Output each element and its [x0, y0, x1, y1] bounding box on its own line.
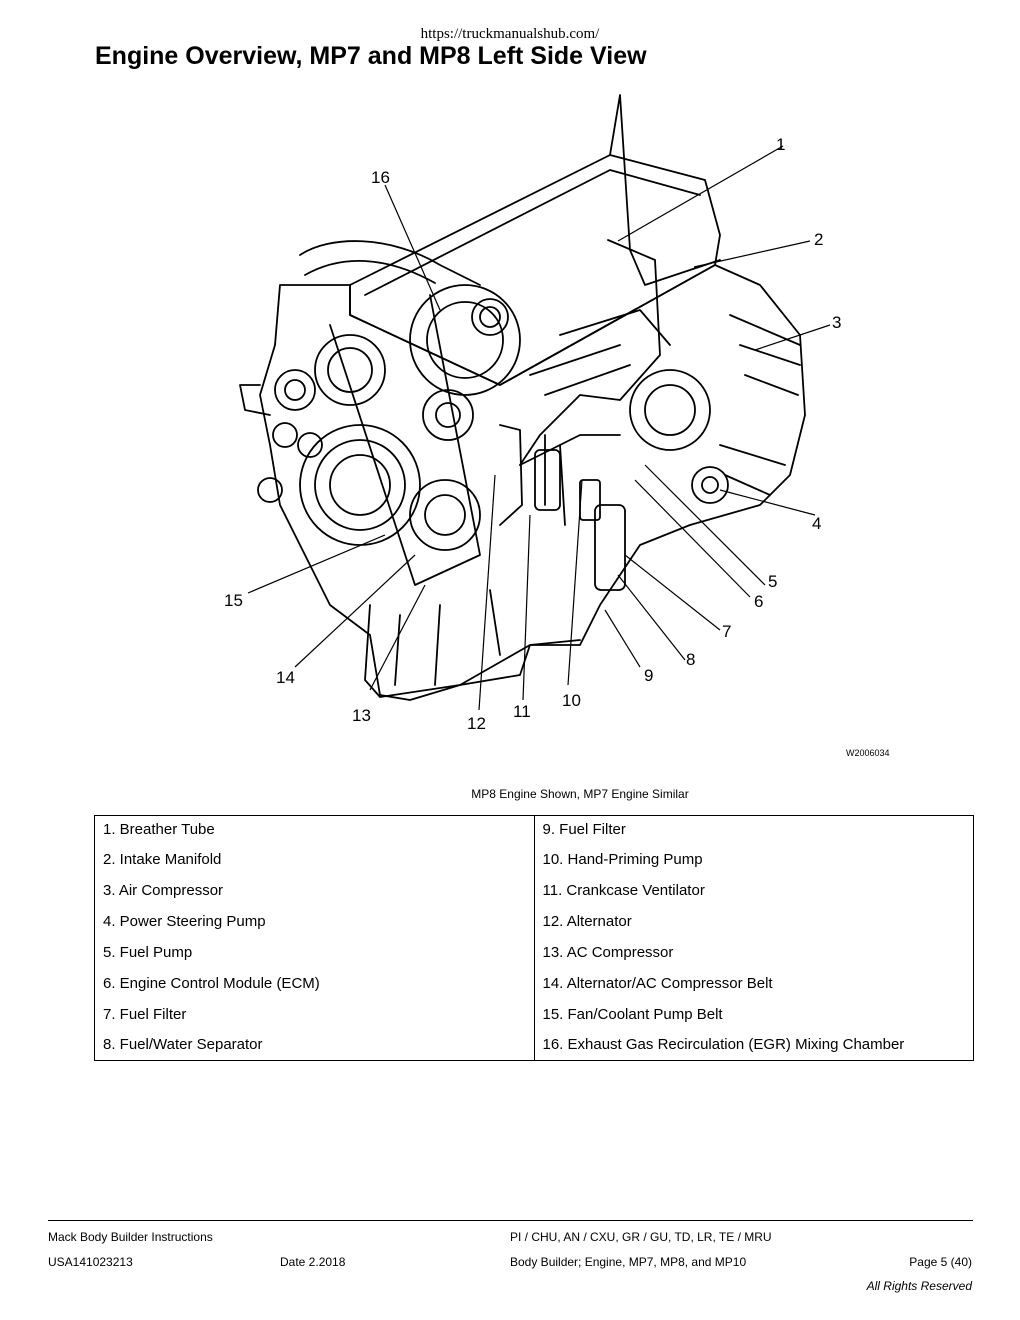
callout-4: 4: [812, 514, 821, 533]
footer-doc-title: Mack Body Builder Instructions: [48, 1230, 213, 1244]
footer-date: Date 2.2018: [280, 1255, 346, 1269]
footer-page-number: Page 5 (40): [909, 1255, 972, 1269]
footer-subject: Body Builder; Engine, MP7, MP8, and MP10: [510, 1255, 747, 1269]
callout-1: 1: [776, 135, 785, 154]
footer-rights: All Rights Reserved: [866, 1279, 972, 1293]
legend-item: 7. Fuel Filter: [94, 998, 535, 1030]
footer-doc-number: USA141023213: [48, 1255, 133, 1269]
engine-drawing: 1 2 3 4 5 6 7 8 9 10 11 12 13 14 15 16: [224, 94, 841, 733]
legend-item: 3. Air Compressor: [94, 874, 535, 906]
footer-divider: [48, 1220, 973, 1221]
callout-13: 13: [352, 706, 371, 725]
figure-caption: MP8 Engine Shown, MP7 Engine Similar: [471, 787, 689, 801]
legend-item: 5. Fuel Pump: [94, 936, 535, 968]
legend-item: 15. Fan/Coolant Pump Belt: [542, 1005, 723, 1023]
legend-item: 1. Breather Tube: [94, 815, 535, 844]
table-row: 2. Intake Manifold 10. Hand-Priming Pump: [94, 843, 974, 875]
callout-12: 12: [467, 714, 486, 733]
callout-2: 2: [814, 230, 823, 249]
callout-3: 3: [832, 313, 841, 332]
engine-illustration: 1 2 3 4 5 6 7 8 9 10 11 12 13 14 15 16: [200, 85, 920, 765]
callout-15: 15: [224, 591, 243, 610]
callout-5: 5: [768, 572, 777, 591]
callout-9: 9: [644, 666, 653, 685]
callout-8: 8: [686, 650, 695, 669]
callout-6: 6: [754, 592, 763, 611]
legend-item: 16. Exhaust Gas Recirculation (EGR) Mixi…: [542, 1036, 905, 1054]
table-row: 4. Power Steering Pump 12. Alternator: [94, 905, 974, 937]
legend-item: 8. Fuel/Water Separator: [94, 1029, 535, 1061]
legend-item: 4. Power Steering Pump: [94, 905, 535, 937]
page-title: Engine Overview, MP7 and MP8 Left Side V…: [95, 42, 647, 70]
component-legend-table: 1. Breather Tube 9. Fuel Filter 2. Intak…: [94, 815, 974, 1061]
legend-item: 11. Crankcase Ventilator: [542, 881, 705, 899]
table-row: 8. Fuel/Water Separator 16. Exhaust Gas …: [94, 1029, 974, 1061]
callout-7: 7: [722, 622, 731, 641]
table-row: 6. Engine Control Module (ECM) 14. Alter…: [94, 967, 974, 999]
footer-models: PI / CHU, AN / CXU, GR / GU, TD, LR, TE …: [510, 1230, 772, 1244]
source-url: https://truckmanualshub.com/: [420, 26, 600, 42]
figure-code: W2006034: [846, 748, 890, 758]
table-row: 5. Fuel Pump 13. AC Compressor: [94, 936, 974, 968]
table-row: 3. Air Compressor 11. Crankcase Ventilat…: [94, 874, 974, 906]
legend-item: 6. Engine Control Module (ECM): [94, 967, 535, 999]
table-row: 7. Fuel Filter 15. Fan/Coolant Pump Belt: [94, 998, 974, 1030]
legend-item: 12. Alternator: [542, 912, 632, 930]
legend-item: 2. Intake Manifold: [94, 843, 535, 875]
callout-16: 16: [371, 168, 390, 187]
callout-14: 14: [276, 668, 295, 687]
callout-10: 10: [562, 691, 581, 710]
legend-item: 9. Fuel Filter: [542, 821, 626, 839]
callout-11: 11: [513, 702, 531, 721]
legend-item: 10. Hand-Priming Pump: [542, 850, 703, 868]
table-row: 1. Breather Tube 9. Fuel Filter: [94, 815, 974, 844]
legend-item: 14. Alternator/AC Compressor Belt: [542, 974, 773, 992]
legend-item: 13. AC Compressor: [542, 943, 674, 961]
